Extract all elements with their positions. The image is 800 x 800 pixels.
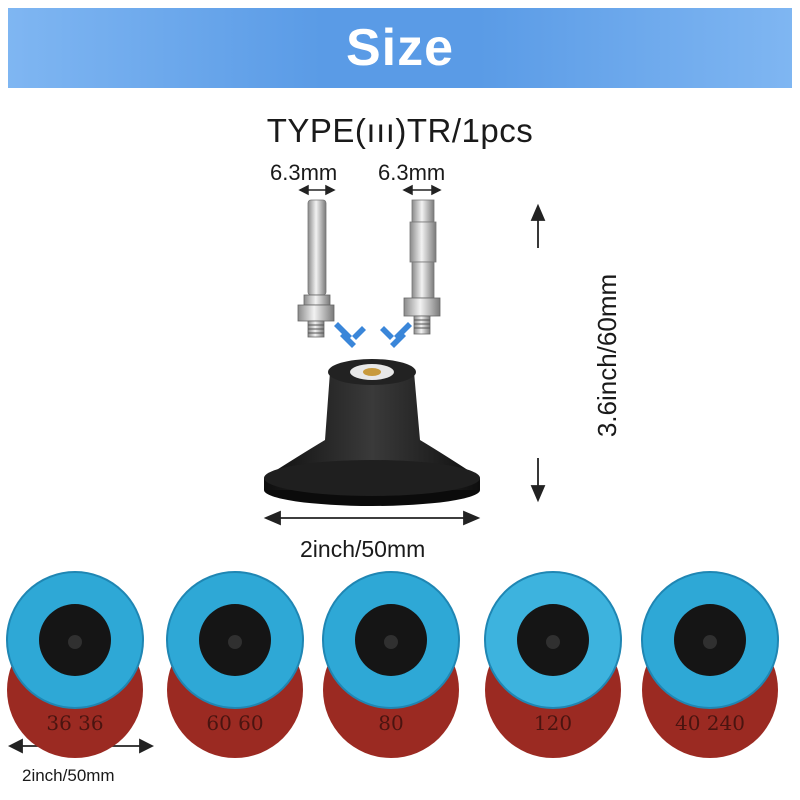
round-shank xyxy=(297,199,335,338)
disc-post xyxy=(546,635,560,649)
shank-left-arrow xyxy=(298,184,336,196)
sanding-disc-5: 40 240 xyxy=(641,571,779,758)
holder-width-label: 2inch/50mm xyxy=(300,536,426,562)
height-arrow xyxy=(530,203,546,503)
height-label: 3.6inch/60mm xyxy=(592,273,623,438)
disc-width-label: 2inch/50mm xyxy=(22,766,115,785)
sanding-disc-2: 60 60 xyxy=(166,571,304,758)
disc-grit-label: 60 60 xyxy=(206,711,263,735)
disc-grit-label: 80 xyxy=(378,711,403,735)
disc-post xyxy=(703,635,717,649)
disc-post xyxy=(68,635,82,649)
sanding-disc-3: 80 xyxy=(322,571,460,758)
disc-post xyxy=(228,635,242,649)
type-label: TYPE(ııı)TR/1pcs xyxy=(266,112,534,149)
disc-grit-label: 36 36 xyxy=(46,711,103,735)
disc-post xyxy=(384,635,398,649)
title-banner: Size xyxy=(8,8,792,88)
shank-left-size: 6.3mm xyxy=(270,160,338,185)
disc-holder xyxy=(264,359,480,506)
sanding-disc-4: 120 xyxy=(484,571,622,758)
shank-right-arrow xyxy=(402,184,442,196)
sanding-discs: 36 36 60 60 80 120 40 240 xyxy=(6,571,779,758)
hex-shank xyxy=(403,199,441,335)
shank-right-size: 6.3mm xyxy=(378,160,446,185)
disc-grit-label: 40 240 xyxy=(675,711,745,735)
banner-title: Size xyxy=(345,19,455,77)
insert-arrows xyxy=(334,322,412,348)
sanding-disc-1: 36 36 xyxy=(6,571,144,758)
disc-grit-label: 120 xyxy=(534,711,572,735)
holder-width-arrow xyxy=(263,510,481,526)
